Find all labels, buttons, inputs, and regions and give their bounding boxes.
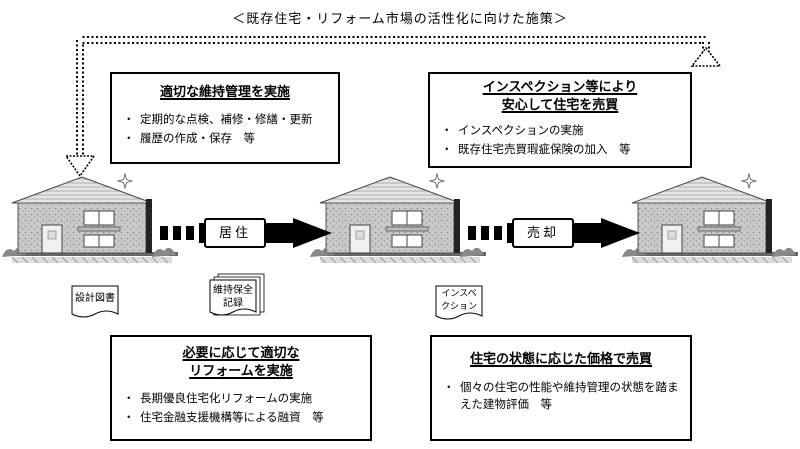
list-item: 住宅金融支援機構等による融資 等 bbox=[123, 408, 364, 427]
box-price-title: 住宅の状態に応じた価格で売買 bbox=[469, 352, 652, 367]
sparkle-icon bbox=[429, 173, 445, 189]
box-reform-title: 必要に応じて適切な リフォームを実施 bbox=[182, 346, 300, 379]
maintenance-doc-label: 維持保全 記録 bbox=[213, 285, 253, 309]
design-doc-label: 設計図書 bbox=[75, 293, 115, 304]
list-item: 個々の住宅の性能や維持管理の状態を踏まえた建物評価 等 bbox=[443, 379, 684, 413]
loop-arrowhead-up bbox=[690, 46, 722, 67]
sparkle-icon bbox=[741, 173, 757, 189]
maintenance-record-doc bbox=[209, 273, 265, 316]
box-inspection: インスペクション等により 安心して住宅を売買 インスペクションの実施 既存住宅売… bbox=[428, 72, 692, 168]
list-item: 既存住宅売買瑕疵保険の加入 等 bbox=[441, 140, 684, 159]
house-3 bbox=[621, 176, 799, 264]
step-live-label: 居住 bbox=[204, 218, 266, 248]
inspection-doc bbox=[435, 285, 483, 320]
step-sell-label: 売却 bbox=[512, 218, 574, 248]
design-doc bbox=[71, 285, 119, 318]
list-item: インスペクションの実施 bbox=[441, 121, 684, 140]
list-item: 定期的な点検、補修・修繕・更新 bbox=[123, 110, 332, 129]
list-item: 履歴の作成・保存 等 bbox=[123, 129, 332, 148]
loop-arrowhead-down bbox=[64, 155, 96, 178]
box-reform: 必要に応じて適切な リフォームを実施 長期優良住宅化リフォームの実施 住宅金融支… bbox=[110, 335, 372, 441]
sparkle-icon bbox=[117, 173, 133, 189]
box-inspection-title: インスペクション等により 安心して住宅を売買 bbox=[482, 80, 638, 113]
page-title: ＜既存住宅・リフォーム市場の活性化に向けた施策＞ bbox=[232, 12, 568, 27]
box-price: 住宅の状態に応じた価格で売買 個々の住宅の性能や維持管理の状態を踏まえた建物評価… bbox=[430, 335, 692, 441]
box-maintenance: 適切な維持管理を実施 定期的な点検、補修・修繕・更新 履歴の作成・保存 等 bbox=[110, 72, 340, 164]
inspection-doc-label: インスペ クション bbox=[440, 289, 477, 312]
list-item: 長期優良住宅化リフォームの実施 bbox=[123, 389, 364, 408]
box-maintenance-title: 適切な維持管理を実施 bbox=[159, 85, 290, 100]
house-1 bbox=[1, 176, 179, 264]
house-2 bbox=[309, 176, 487, 264]
